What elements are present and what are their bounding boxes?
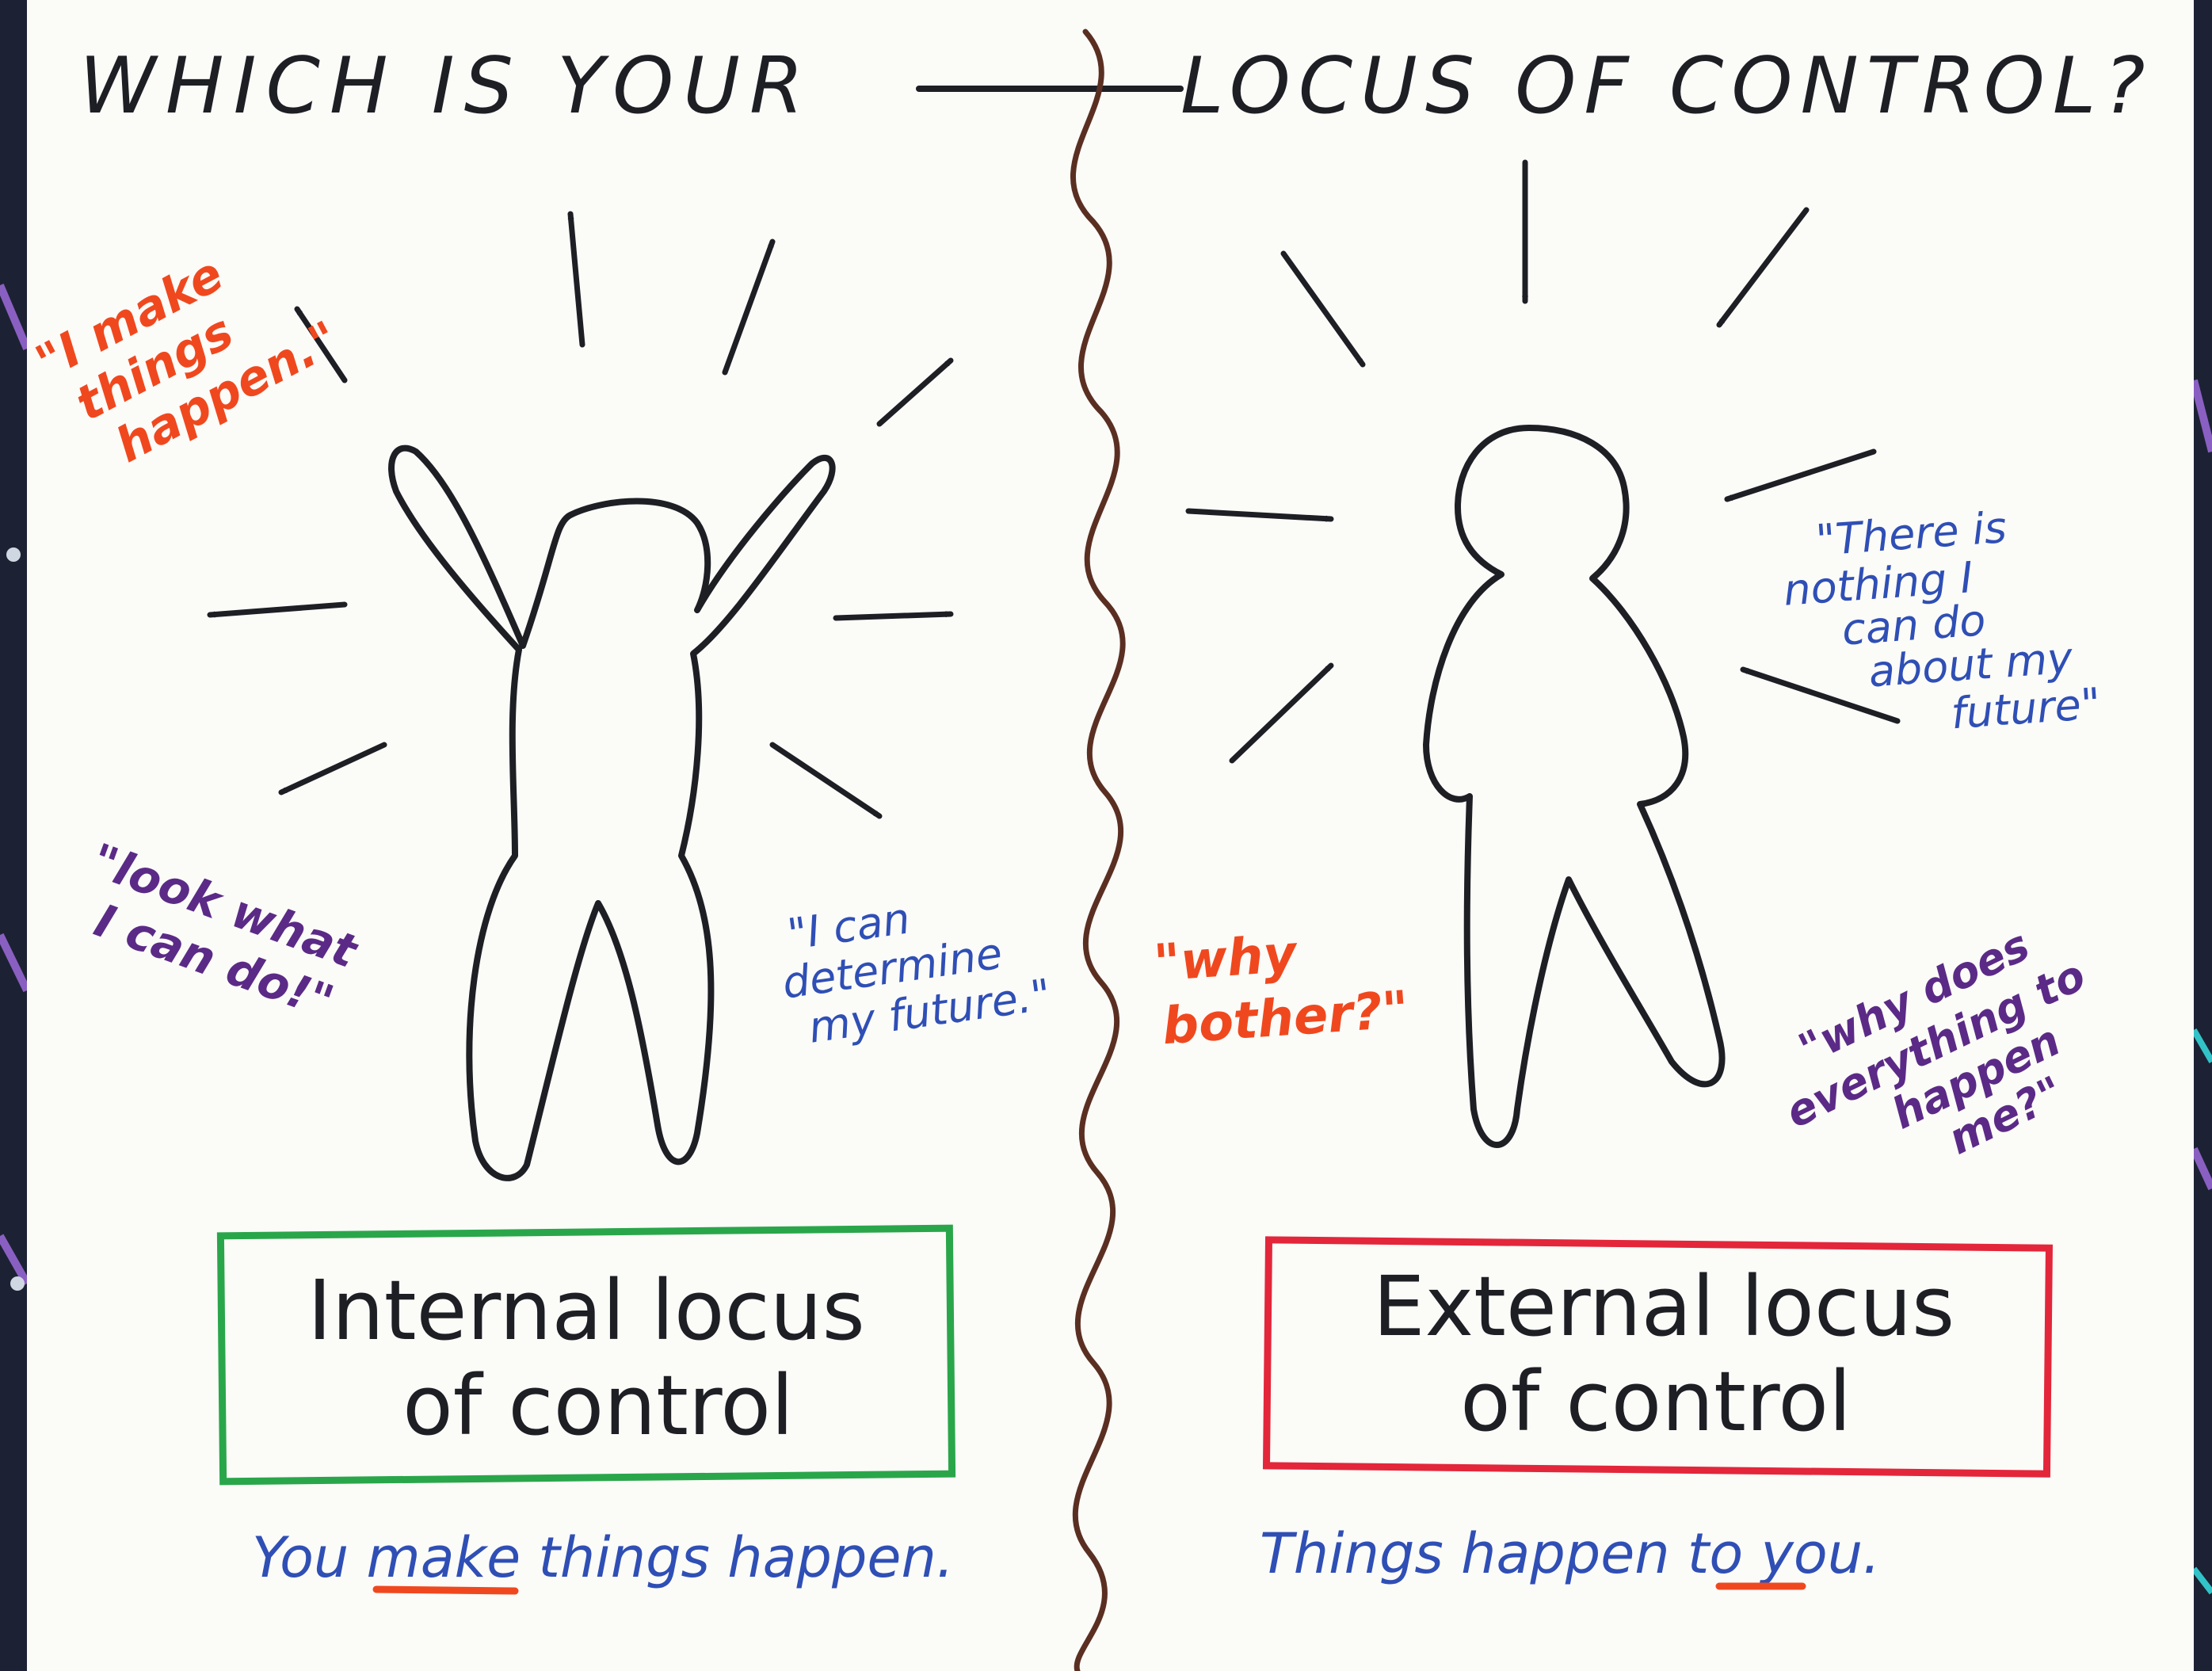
quote-i-make-things-happen: "I make things happen." bbox=[27, 246, 348, 474]
outward-arrows bbox=[207, 211, 954, 819]
person-standing-icon bbox=[1423, 425, 1726, 1148]
internal-locus-box bbox=[216, 1224, 956, 1486]
title-left: WHICH IS YOUR bbox=[79, 41, 813, 132]
quote-why-does-everything-happen: "why does everything to happen me?" bbox=[1778, 920, 2093, 1164]
outward-arrow-icon bbox=[207, 601, 348, 618]
inward-arrow-icon bbox=[1280, 250, 1366, 368]
svg-text:future": future" bbox=[1950, 678, 2103, 738]
quote-i-can-determine: "I can determine my future." bbox=[780, 893, 1055, 1052]
external-caption-emphasis: to bbox=[1688, 1521, 1743, 1586]
outward-arrow-icon bbox=[833, 611, 954, 621]
external-locus-label: External locus of control bbox=[1373, 1258, 1955, 1450]
quote-look-what-i-can-do: "look what I can do!" bbox=[85, 833, 366, 1029]
outward-arrow-icon bbox=[567, 211, 585, 348]
svg-text:of control: of control bbox=[402, 1357, 794, 1454]
svg-text:of control: of control bbox=[1460, 1353, 1852, 1450]
outward-arrow-icon bbox=[769, 742, 883, 819]
svg-text:"why: "why bbox=[1152, 925, 1300, 994]
outward-arrow-icon bbox=[278, 742, 387, 795]
title-right: LOCUS OF CONTROL? bbox=[1180, 41, 2153, 132]
quote-why-bother: "why bother?" bbox=[1152, 925, 1411, 1057]
svg-text:External locus: External locus bbox=[1373, 1258, 1955, 1355]
internal-caption-emphasis: make bbox=[367, 1525, 521, 1590]
inward-arrow-icon bbox=[1724, 448, 1877, 502]
svg-text:can do: can do bbox=[1840, 595, 1987, 655]
external-locus-box bbox=[1262, 1236, 2053, 1478]
svg-text:bother?": bother?" bbox=[1161, 981, 1411, 1057]
internal-caption: You make things happen. bbox=[252, 1525, 954, 1590]
wavy-divider bbox=[1070, 29, 1126, 1671]
inward-arrows bbox=[1185, 159, 1901, 764]
inward-arrow-icon bbox=[1185, 508, 1334, 522]
external-caption: Things happen to you. bbox=[1260, 1521, 1880, 1586]
quote-there-is-nothing: "There is nothing I can do about my futu… bbox=[1782, 502, 2103, 738]
inward-arrow-icon bbox=[1716, 207, 1810, 328]
make-underline bbox=[372, 1585, 519, 1595]
outward-arrow-icon bbox=[876, 357, 954, 427]
inward-arrow-icon bbox=[1229, 662, 1334, 764]
person-arms-raised-icon bbox=[388, 444, 836, 1181]
internal-locus-label: Internal locus of control bbox=[307, 1262, 865, 1454]
inward-arrow-icon bbox=[1740, 666, 1901, 724]
svg-text:Internal locus: Internal locus bbox=[307, 1262, 865, 1359]
outward-arrow-icon bbox=[722, 238, 776, 376]
outward-arrow-icon bbox=[294, 306, 348, 383]
